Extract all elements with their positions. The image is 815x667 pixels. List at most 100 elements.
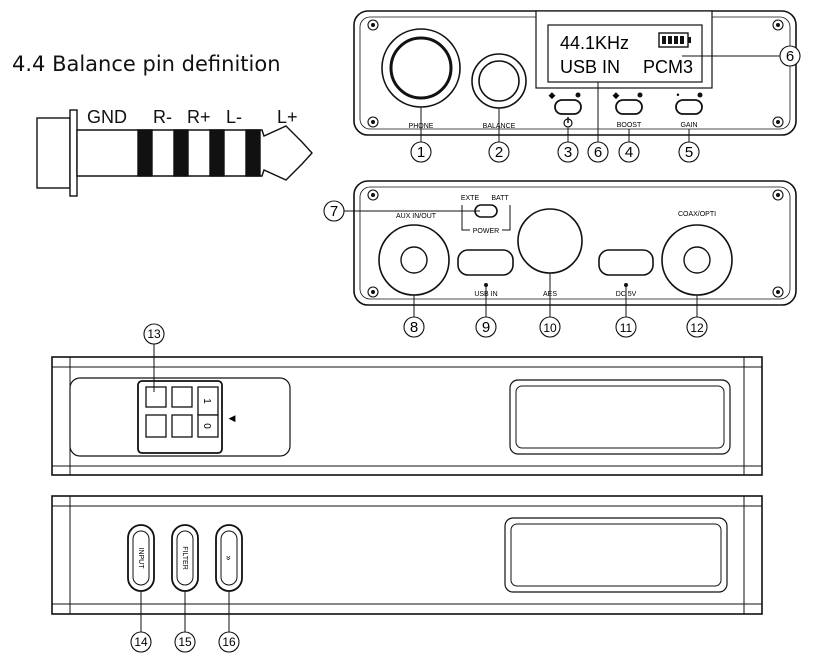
callout-13	[143, 323, 165, 345]
front-callouts: 1 2 3 6 4 5 6	[410, 45, 801, 163]
pin-label-gnd: GND	[87, 107, 127, 127]
dip-switch-cell[interactable]	[171, 386, 193, 408]
batt-label: BATT	[491, 195, 509, 202]
callout-16-number: 16	[222, 635, 236, 649]
side-view-top: 1 0 ◀ 13	[51, 323, 763, 476]
callout-10	[539, 316, 561, 338]
balance-plug-drawing	[36, 109, 313, 197]
rear-callouts: 7 8 9 10 11 12	[323, 200, 708, 338]
plug-body	[36, 117, 71, 189]
section-heading: 4.4 Balance pin definition	[12, 52, 281, 76]
power-switch[interactable]	[554, 99, 582, 115]
coax-jack[interactable]	[683, 246, 711, 274]
callout-4	[618, 141, 640, 163]
display-input: USB IN	[560, 57, 620, 77]
screw-icon	[776, 120, 780, 124]
callout-4-number: 4	[625, 144, 633, 161]
screw-icon	[371, 120, 375, 124]
screw-icon	[776, 23, 780, 27]
callout-5-number: 5	[685, 144, 693, 161]
dip-switch-cell[interactable]	[197, 414, 219, 438]
callout-2	[488, 141, 510, 163]
boost-switch[interactable]	[615, 99, 643, 115]
callout-6	[587, 141, 609, 163]
power-label: POWER	[473, 228, 499, 235]
callout-1	[410, 141, 432, 163]
callout-8	[403, 316, 425, 338]
callout-15-number: 15	[178, 635, 192, 649]
indicator-dot-icon	[484, 283, 488, 287]
dip-label-0: 0	[201, 423, 212, 429]
callout-9	[475, 316, 497, 338]
dip-label-1: 1	[201, 398, 212, 404]
callout-15	[174, 631, 196, 653]
callout-16	[218, 631, 240, 653]
exte-label: EXTE	[461, 195, 480, 202]
callout-12	[686, 316, 708, 338]
toggle-mark-icon	[637, 92, 643, 98]
coax-label: COAX/OPTI	[678, 211, 716, 218]
balance-jack[interactable]	[478, 60, 520, 102]
display-sample-rate: 44.1KHz	[560, 33, 629, 53]
indicator-dot-icon	[624, 283, 628, 287]
dc-port[interactable]	[598, 249, 654, 276]
callout-2-number: 2	[495, 144, 503, 161]
callout-3-number: 3	[564, 144, 572, 161]
side-top-window	[509, 379, 731, 455]
callout-6-number: 6	[594, 144, 602, 161]
toggle-mark-icon	[575, 92, 581, 98]
pin-label-l-minus: L-	[226, 107, 242, 127]
callout-3	[557, 141, 579, 163]
callout-11-number: 11	[620, 321, 633, 335]
callout-6-display-number: 6	[786, 48, 794, 65]
callout-7-number: 7	[330, 203, 338, 220]
plug-ring-band	[173, 129, 189, 177]
plug-pin-labels: GND R- R+ L- L+	[87, 107, 298, 127]
plug-shaft	[76, 125, 313, 181]
toggle-mark-icon	[697, 92, 703, 98]
plug-ring-band	[209, 129, 225, 177]
aes-connector[interactable]	[517, 208, 583, 274]
display-mode: PCM3	[643, 57, 693, 77]
callout-14-number: 14	[134, 635, 148, 649]
usb-port[interactable]	[457, 249, 514, 276]
front-panel: PHONE BALANCE 44.1KHz USB IN PCM3 ◆	[353, 10, 797, 142]
boost-label: BOOST	[617, 122, 642, 129]
rear-panel: AUX IN/OUT EXTE BATT POWER USB IN AES DC…	[343, 180, 797, 317]
screw-icon	[371, 193, 375, 197]
gain-switch[interactable]	[675, 99, 703, 115]
toggle-mark-icon: ◆	[549, 90, 556, 100]
input-button-label: INPUT	[137, 548, 144, 570]
callout-10-number: 10	[543, 321, 557, 335]
rear-panel-inner-frame	[359, 186, 791, 300]
pointer-arrow-icon: ◀	[229, 413, 236, 423]
battery-icon	[658, 32, 691, 48]
dip-switch-cell[interactable]	[145, 386, 167, 408]
callout-13-number: 13	[147, 327, 161, 341]
pin-label-r-minus: R-	[153, 107, 172, 127]
callout-11	[615, 316, 637, 338]
phone-jack[interactable]	[389, 36, 453, 100]
callout-6-display	[779, 45, 801, 67]
screw-icon	[776, 193, 780, 197]
side-view-bottom: INPUT FILTER » 14 15 16	[51, 495, 763, 653]
pin-label-r-plus: R+	[187, 107, 211, 127]
callout-5	[678, 141, 700, 163]
filter-button-label: FILTER	[181, 546, 188, 570]
callout-8-number: 8	[410, 319, 418, 336]
plug-ring-band	[137, 129, 153, 177]
side-bottom-window	[504, 517, 728, 593]
callout-7	[323, 200, 345, 222]
screw-icon	[371, 23, 375, 27]
plug-flange	[69, 109, 78, 197]
dip-switch-cell[interactable]	[145, 414, 167, 438]
screw-icon	[776, 290, 780, 294]
screw-icon	[371, 290, 375, 294]
dip-switch-cell[interactable]	[171, 414, 193, 438]
fast-forward-icon: »	[224, 555, 234, 560]
pin-label-l-plus: L+	[277, 107, 298, 127]
callout-12-number: 12	[690, 321, 704, 335]
plug-ring-band	[245, 129, 261, 177]
aux-jack[interactable]	[400, 246, 428, 274]
